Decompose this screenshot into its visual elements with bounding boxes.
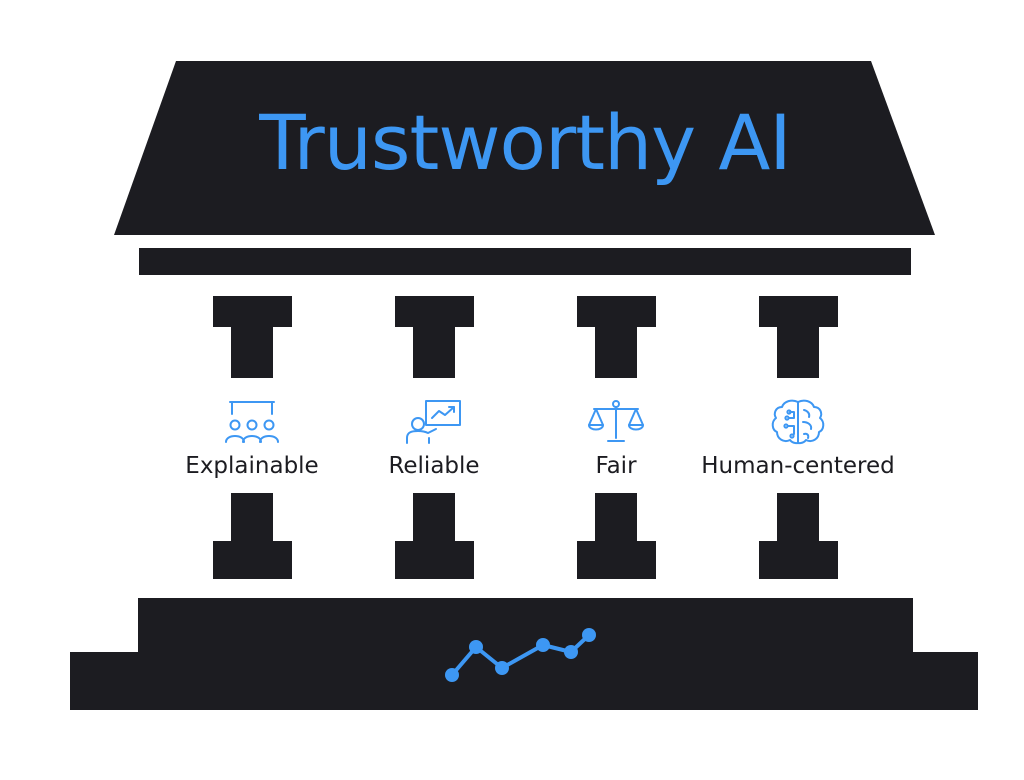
column-capital-1 xyxy=(213,296,292,378)
pillar-label-reliable: Reliable xyxy=(388,453,480,479)
column-capital-3 xyxy=(577,296,656,378)
column-capital-4 xyxy=(759,296,838,378)
audience-presentation-icon xyxy=(225,401,279,443)
roof xyxy=(114,61,935,235)
column-base-3 xyxy=(577,493,656,579)
column-capital-2 xyxy=(395,296,474,378)
pillar-label-explainable: Explainable xyxy=(185,453,319,479)
pillar-label-fair: Fair xyxy=(595,453,637,479)
column-base-4 xyxy=(759,493,838,579)
line-graph-icon xyxy=(445,628,596,682)
column-base-2 xyxy=(395,493,474,579)
brain-circuit-icon xyxy=(771,399,825,445)
pillar-label-human-centered: Human-centered xyxy=(701,453,895,479)
column-bases xyxy=(213,493,838,579)
diagram-title: Trustworthy AI xyxy=(259,98,791,187)
column-base-1 xyxy=(213,493,292,579)
column-capitals xyxy=(213,296,838,378)
presenter-chart-icon xyxy=(406,400,461,444)
balance-scale-icon xyxy=(588,400,644,442)
entablature xyxy=(139,248,911,275)
